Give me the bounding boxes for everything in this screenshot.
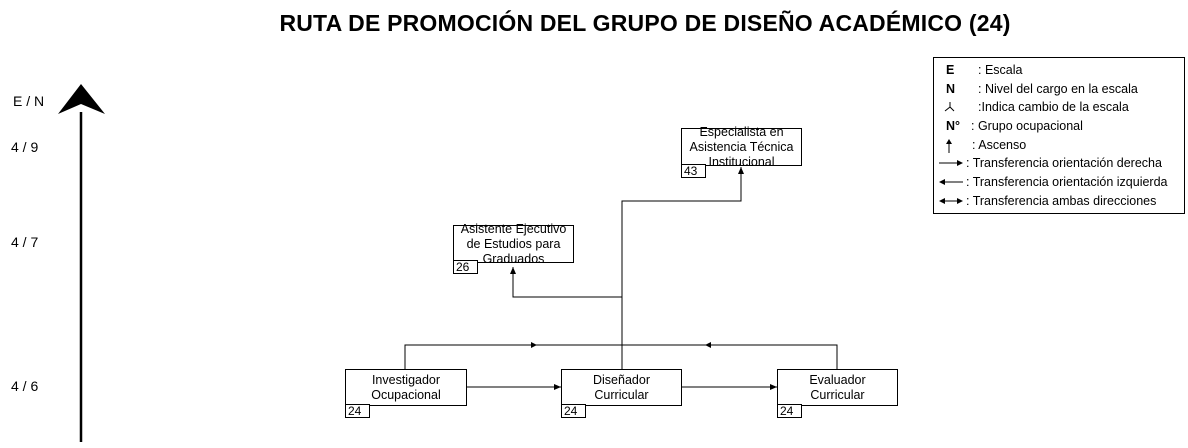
position-box-evaluador[interactable]: Evaluador Curricular	[777, 369, 898, 406]
transfer-arrow-left	[705, 342, 711, 348]
diagram-title: RUTA DE PROMOCIÓN DEL GRUPO DE DISEÑO AC…	[279, 10, 1011, 36]
legend-text: : Transferencia ambas direcciones	[966, 194, 1157, 208]
position-box-disenador[interactable]: Diseñador Curricular	[561, 369, 682, 406]
legend-box: E : Escala N : Nivel del cargo en la esc…	[933, 57, 1185, 214]
position-box-investigador[interactable]: Investigador Ocupacional	[345, 369, 467, 406]
group-number-investigador: 24	[345, 404, 370, 418]
position-label: Evaluador Curricular	[809, 372, 866, 402]
position-label: Asistente Ejecutivo de Estudios para Gra…	[460, 221, 567, 266]
level-label-4-6: 4 / 6	[11, 378, 39, 394]
level-label-4-9: 4 / 9	[11, 139, 39, 155]
level-label-4-7: 4 / 7	[11, 234, 39, 250]
position-box-especialista[interactable]: Especialista en Asistencia Técnica Insti…	[681, 125, 802, 169]
left-arrow-icon	[939, 179, 963, 185]
scale-axis-label: E / N	[13, 93, 45, 109]
position-label: Diseñador Curricular	[593, 372, 650, 402]
legend-text: : Grupo ocupacional	[971, 119, 1083, 133]
group-number-especialista: 43	[681, 164, 706, 178]
legend-symbol: N	[946, 82, 956, 96]
ascent-line-disenador-especialista	[621, 167, 744, 370]
position-label: Investigador Ocupacional	[371, 372, 441, 402]
legend-text: : Transferencia orientación derecha	[966, 156, 1162, 170]
position-label: Especialista en Asistencia Técnica Insti…	[689, 124, 794, 169]
legend-text: : Nivel del cargo en la escala	[978, 82, 1138, 96]
transfer-line-top	[404, 344, 838, 370]
up-arrow-icon	[946, 139, 952, 153]
group-number-evaluador: 24	[777, 404, 802, 418]
both-arrow-icon	[939, 198, 963, 204]
change-scale-icon	[944, 102, 955, 112]
position-box-asistente[interactable]: Asistente Ejecutivo de Estudios para Gra…	[453, 222, 574, 266]
legend-text: : Transferencia orientación izquierda	[966, 175, 1168, 189]
legend-text: :Indica cambio de la escala	[978, 100, 1129, 114]
legend-text: : Ascenso	[972, 138, 1027, 152]
legend-symbol: E	[946, 63, 955, 77]
group-number-asistente: 26	[453, 260, 478, 274]
legend-text: : Escala	[978, 63, 1023, 77]
right-arrow-icon	[939, 160, 963, 166]
group-number-disenador: 24	[561, 404, 586, 418]
ascent-line-disenador-asistente	[510, 267, 622, 298]
legend-symbol: N°	[946, 119, 961, 133]
transfer-arrow-right	[531, 342, 537, 348]
scale-axis-arrowhead	[58, 84, 105, 114]
